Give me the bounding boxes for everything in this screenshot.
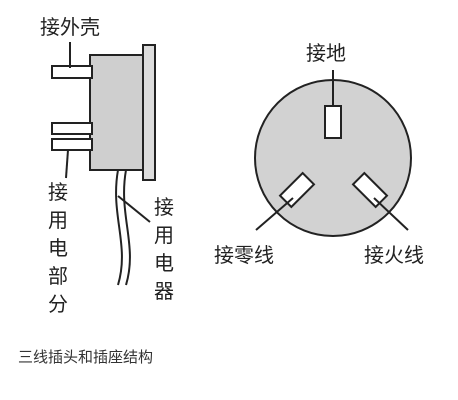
label-appliance-part: 接 用 电 部 分 <box>48 180 68 316</box>
svg-text:部: 部 <box>48 264 68 288</box>
plug-body <box>89 54 146 171</box>
leader-live <box>373 197 409 231</box>
svg-text:接: 接 <box>154 195 174 219</box>
leader-appliance <box>65 149 69 179</box>
svg-text:电: 电 <box>154 251 174 275</box>
leader-appliance2 <box>117 195 151 223</box>
leader-neutral <box>255 197 294 231</box>
svg-text:接: 接 <box>48 180 68 204</box>
svg-text:用: 用 <box>48 208 68 232</box>
svg-text:分: 分 <box>48 292 68 316</box>
plug-socket-diagram: 接外壳 接 用 电 部 分 接 用 电 器 接地 接零线 接火线 <box>40 15 424 316</box>
svg-text:器: 器 <box>154 279 174 303</box>
socket-ground-slot <box>324 105 342 139</box>
svg-text:用: 用 <box>154 223 174 247</box>
plug-cord <box>115 169 123 286</box>
label-appliance: 接 用 电 器 <box>154 195 174 303</box>
plug-ground-pin <box>51 65 93 79</box>
figure-caption: 三线插头和插座结构 <box>18 348 154 366</box>
label-neutral: 接零线 <box>214 243 274 267</box>
plug-pin-upper <box>51 122 93 135</box>
plug-cord-inner <box>123 169 131 286</box>
socket-drawing <box>254 70 412 237</box>
label-live: 接火线 <box>364 243 424 267</box>
plug-drawing <box>51 42 156 286</box>
socket-neutral-slot <box>278 171 316 209</box>
socket-live-slot <box>351 171 389 209</box>
plug-faceplate <box>142 44 156 181</box>
label-ground: 接地 <box>306 41 346 65</box>
plug-pin-lower <box>51 138 93 151</box>
svg-text:电: 电 <box>48 236 68 260</box>
label-shell: 接外壳 <box>40 15 100 39</box>
